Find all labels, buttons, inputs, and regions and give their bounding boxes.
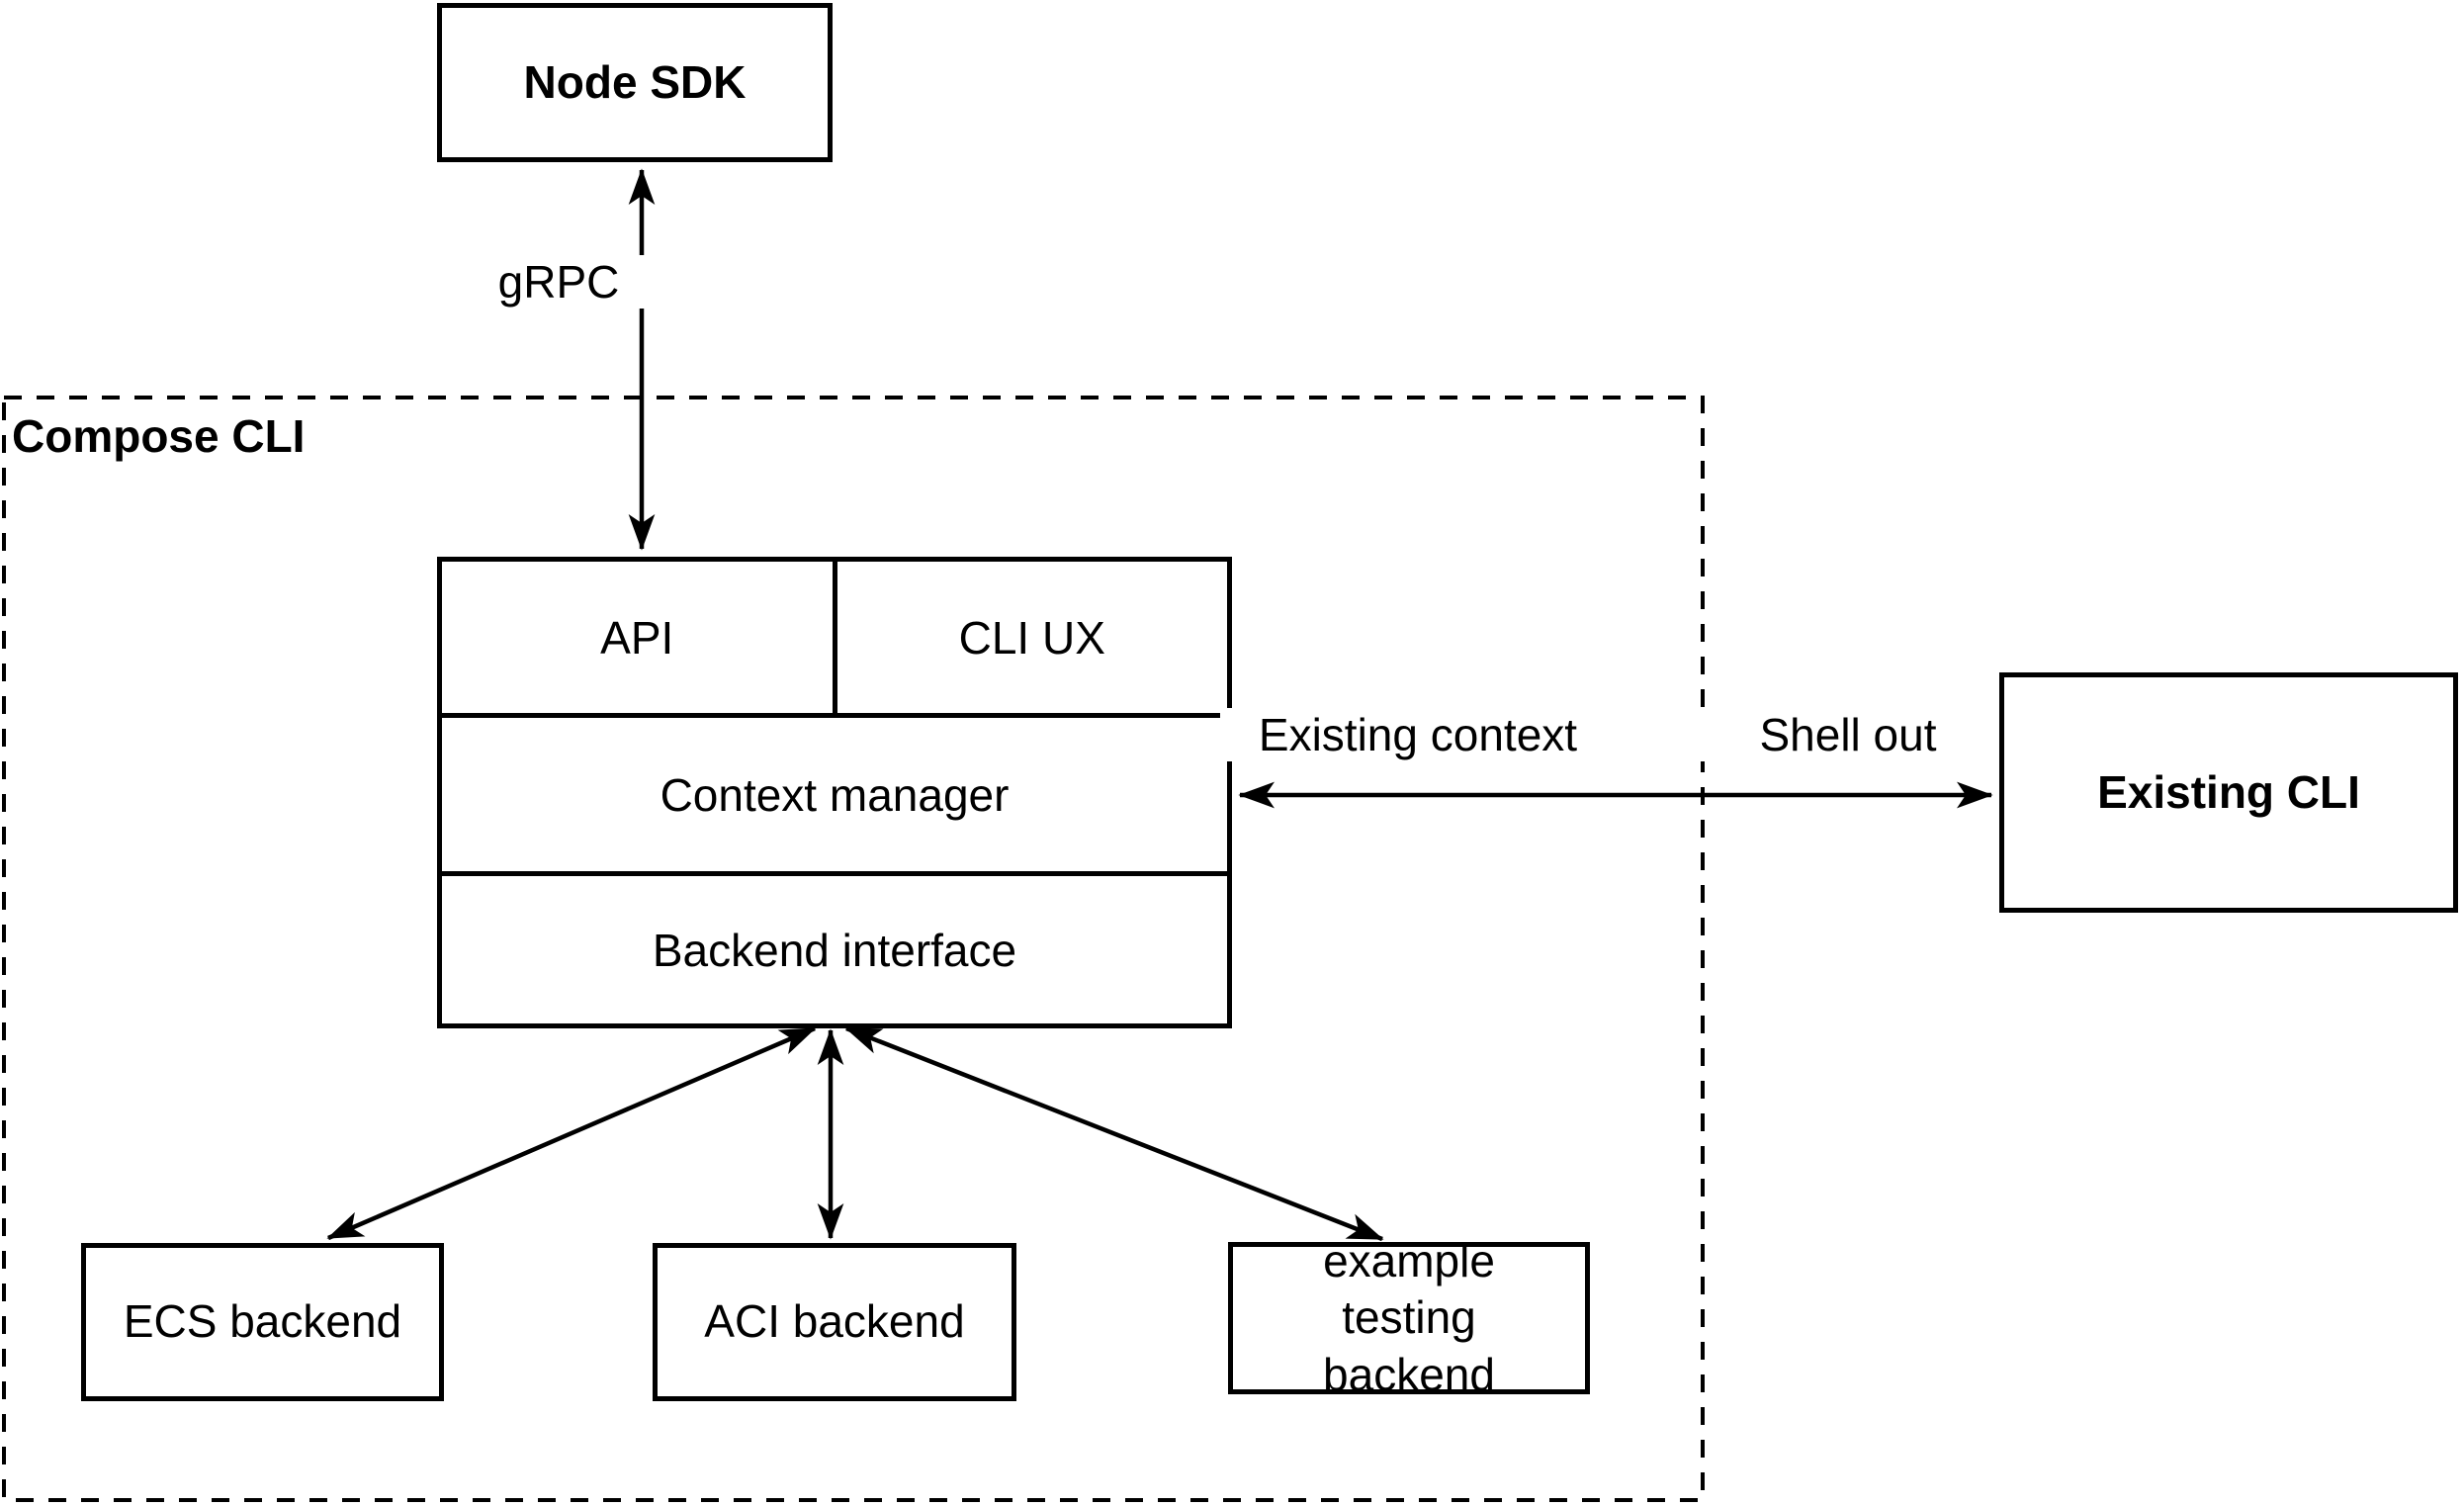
aci-backend-box: ACI backend	[653, 1243, 1016, 1401]
cli-ux-box: CLI UX	[837, 562, 1228, 713]
node-sdk-label: Node SDK	[523, 55, 747, 108]
compose-cli-container-label: Compose CLI	[12, 410, 306, 462]
cli-ux-label: CLI UX	[958, 611, 1105, 664]
api-cli-ux-row: API CLI UX	[442, 562, 1227, 718]
context-manager-label: Context manager	[660, 768, 1010, 821]
context-manager-box: Context manager	[442, 718, 1227, 876]
backend-interface-box: Backend interface	[442, 876, 1227, 1023]
edge-example-testing-backend-arrow	[844, 1025, 1384, 1242]
existing-cli-label: Existing CLI	[2097, 765, 2360, 818]
backend-interface-label: Backend interface	[652, 924, 1017, 976]
ecs-backend-label: ECS backend	[123, 1295, 402, 1348]
edge-ecs-backend-arrow	[326, 1025, 817, 1241]
example-testing-backend-label: example testing backend	[1323, 1234, 1495, 1400]
existing-cli-box: Existing CLI	[1999, 672, 2458, 913]
compose-cli-core-box: API CLI UX Context manager Backend inter…	[437, 557, 1232, 1028]
existing-context-edge-label: Existing context	[1220, 708, 1616, 761]
aci-backend-label: ACI backend	[704, 1295, 965, 1348]
node-sdk-box: Node SDK	[437, 3, 833, 162]
api-label: API	[600, 611, 674, 664]
grpc-edge-label: gRPC	[460, 255, 658, 309]
example-testing-backend-box: example testing backend	[1228, 1235, 1590, 1400]
shell-out-edge-label: Shell out	[1700, 708, 1996, 761]
api-box: API	[442, 562, 837, 713]
ecs-backend-box: ECS backend	[81, 1243, 444, 1401]
